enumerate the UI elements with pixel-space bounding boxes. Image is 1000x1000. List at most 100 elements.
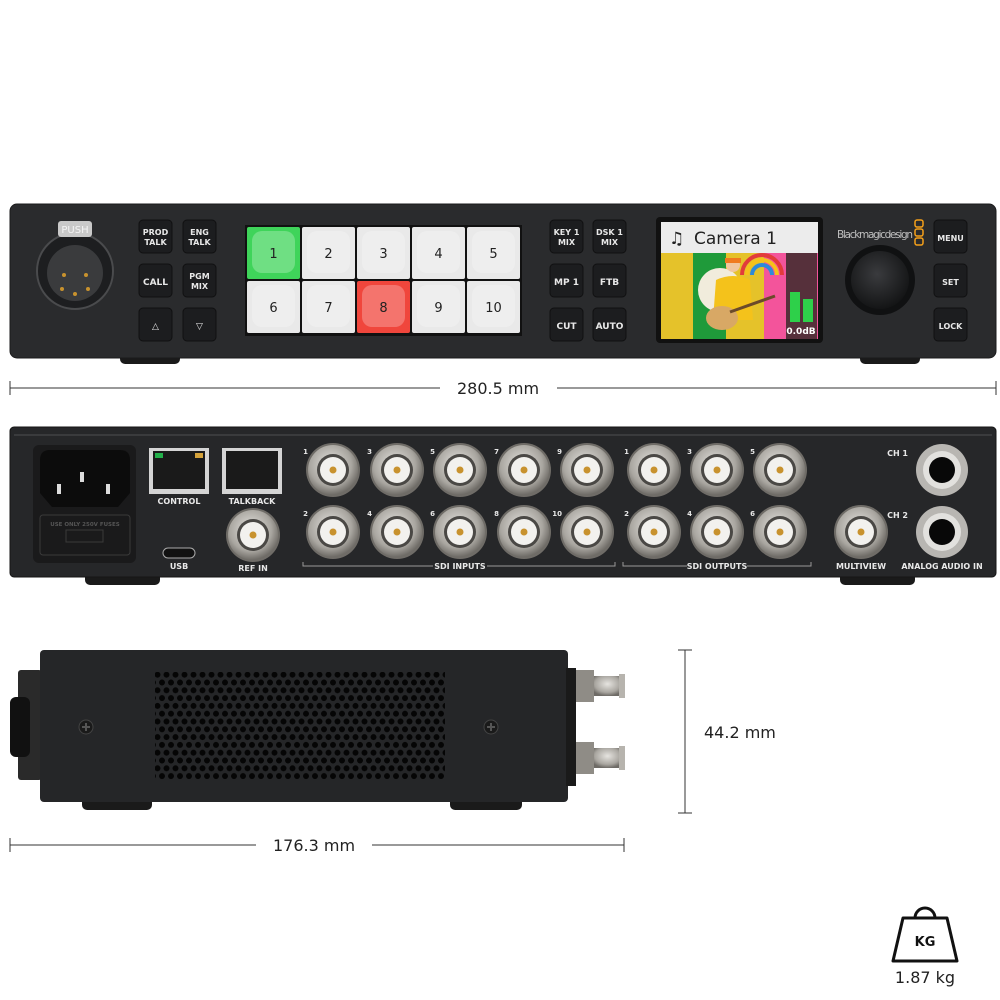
ref-in-label: REF IN xyxy=(238,564,268,573)
side-bnc-connector xyxy=(576,742,625,774)
sdi-input-7-bnc[interactable] xyxy=(497,443,551,497)
push-tab[interactable] xyxy=(58,221,92,237)
sdi-input-8-bnc[interactable] xyxy=(497,505,551,559)
button-label: PROD xyxy=(143,228,169,237)
lcd-source-title: Camera 1 xyxy=(694,229,777,249)
weight-value: 1.87 kg xyxy=(895,968,955,987)
port-number: 4 xyxy=(367,510,372,518)
button-label: DSK 1 xyxy=(596,228,623,237)
sdi-input-6-bnc[interactable] xyxy=(433,505,487,559)
button-label: ENG xyxy=(190,228,209,237)
button-label: ▽ xyxy=(196,322,203,332)
source-button-label: 4 xyxy=(434,247,442,262)
set-button[interactable]: SET xyxy=(933,263,968,298)
ftb-button[interactable]: FTB xyxy=(592,263,627,298)
screw-icon xyxy=(483,719,499,735)
screw-icon xyxy=(78,719,94,735)
control-label: CONTROL xyxy=(158,497,201,506)
source-button-9[interactable]: 9 xyxy=(412,281,465,333)
width-dimension: 280.5 mm xyxy=(9,379,997,398)
triangle-down-button[interactable]: ▽ xyxy=(182,307,217,342)
sdi-input-3-bnc[interactable] xyxy=(370,443,424,497)
sdi-input-9-bnc[interactable] xyxy=(560,443,614,497)
source-button-10[interactable]: 10 xyxy=(467,281,520,333)
usb-c-port[interactable] xyxy=(162,547,196,559)
button-label: MIX xyxy=(558,238,576,247)
source-button-label: 1 xyxy=(269,247,277,262)
source-button-label: 7 xyxy=(324,301,332,316)
source-button-5[interactable]: 5 xyxy=(467,227,520,279)
sdi-input-5-bnc[interactable] xyxy=(433,443,487,497)
auto-button[interactable]: AUTO xyxy=(592,307,627,342)
sdi-output-4-bnc[interactable] xyxy=(690,505,744,559)
sdi-input-10-bnc[interactable] xyxy=(560,505,614,559)
button-label: △ xyxy=(152,322,159,332)
source-button-4[interactable]: 4 xyxy=(412,227,465,279)
multiview-bnc[interactable] xyxy=(834,505,888,559)
port-number: 2 xyxy=(624,510,629,518)
mp-1-button[interactable]: MP 1 xyxy=(549,263,584,298)
port-number: 4 xyxy=(687,510,692,518)
button-label: LOCK xyxy=(939,322,963,331)
sdi-inputs-label: SDI INPUTS xyxy=(434,562,486,571)
source-button-1[interactable]: 1 xyxy=(247,227,300,279)
sdi-input-1-bnc[interactable] xyxy=(306,443,360,497)
source-button-3[interactable]: 3 xyxy=(357,227,410,279)
xlr-talkback-connector[interactable]: PUSH xyxy=(36,221,114,310)
audio-jack-ch1[interactable] xyxy=(916,444,968,496)
lock-button[interactable]: LOCK xyxy=(933,307,968,342)
triangle-up-button[interactable]: △ xyxy=(138,307,173,342)
source-button-2[interactable]: 2 xyxy=(302,227,355,279)
sdi-output-3-bnc[interactable] xyxy=(690,443,744,497)
button-label: MENU xyxy=(937,234,964,243)
brand-logo-text: Blackmagicdesign xyxy=(837,229,913,241)
weight-unit-label: KG xyxy=(915,935,936,950)
call-button[interactable]: CALL xyxy=(138,263,173,298)
talkback-label: TALKBACK xyxy=(229,497,276,506)
source-button-label: 5 xyxy=(489,247,497,262)
side-view xyxy=(10,650,625,810)
menu-button[interactable]: MENU xyxy=(933,219,968,254)
power-inlet[interactable]: USE ONLY 250V FUSES xyxy=(33,445,136,563)
button-label: FTB xyxy=(600,278,619,288)
sdi-output-5-bnc[interactable] xyxy=(753,443,807,497)
sdi-output-2-bnc[interactable] xyxy=(627,505,681,559)
button-label: TALK xyxy=(188,238,211,247)
cut-button[interactable]: CUT xyxy=(549,307,584,342)
button-label: PGM xyxy=(189,272,209,281)
sdi-output-1-bnc[interactable] xyxy=(627,443,681,497)
weight-icon: KG xyxy=(891,906,959,963)
port-number: 5 xyxy=(750,448,755,456)
sdi-input-4-bnc[interactable] xyxy=(370,505,424,559)
audio-jack-ch2[interactable] xyxy=(916,506,968,558)
source-button-7[interactable]: 7 xyxy=(302,281,355,333)
port-number: 3 xyxy=(687,448,692,456)
height-label: 44.2 mm xyxy=(704,723,776,742)
source-button-8[interactable]: 8 xyxy=(357,281,410,333)
port-number: 7 xyxy=(494,448,499,456)
sdi-output-6-bnc[interactable] xyxy=(753,505,807,559)
button-label: SET xyxy=(942,278,959,287)
ch1-label: CH 1 xyxy=(887,449,908,458)
control-ethernet-port[interactable] xyxy=(149,448,209,494)
music-note-icon: ♫ xyxy=(669,229,684,249)
source-button-label: 9 xyxy=(434,301,442,316)
width-label: 280.5 mm xyxy=(457,379,539,398)
sdi-input-2-bnc[interactable] xyxy=(306,505,360,559)
source-button-6[interactable]: 6 xyxy=(247,281,300,333)
ch2-label: CH 2 xyxy=(887,511,908,520)
source-button-label: 8 xyxy=(379,301,387,316)
button-label: CUT xyxy=(556,322,577,332)
talkback-ethernet-port[interactable] xyxy=(222,448,282,494)
button-label: CALL xyxy=(143,278,168,288)
ref-in-bnc[interactable] xyxy=(226,508,280,562)
